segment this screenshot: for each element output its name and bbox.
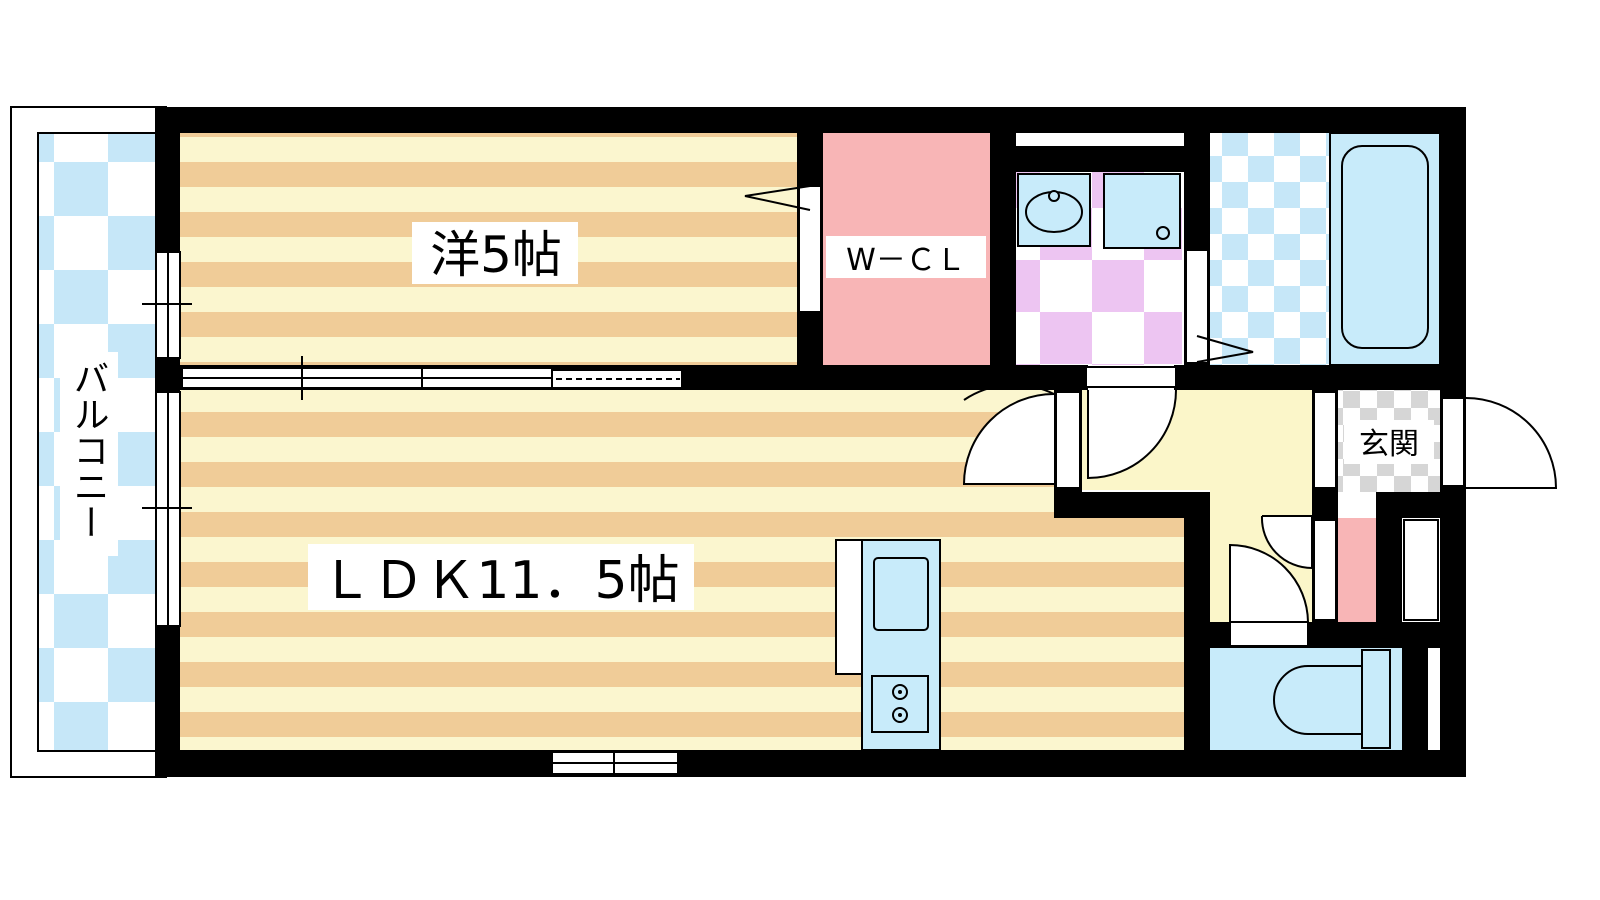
shoe-cabinet [1338,518,1376,622]
western-room-label: 洋5帖 [430,226,562,284]
closet-label-bg [826,236,986,278]
western-label-bg [412,222,578,284]
doors [744,185,1558,647]
balcony [10,106,167,778]
fixtures [835,132,1441,751]
ldk-label-bg [308,544,694,610]
balcony-label-bg [60,352,118,556]
ldk-label: ＬＤＫ11．5帖 [320,551,679,611]
balcony-label: バルコニー [68,360,109,540]
walk-in-closet-label: W－ＣＬ [846,243,966,278]
entrance-label: 玄関 [1359,427,1419,462]
entrance-label-bg [1344,420,1434,464]
openings [142,133,1440,775]
